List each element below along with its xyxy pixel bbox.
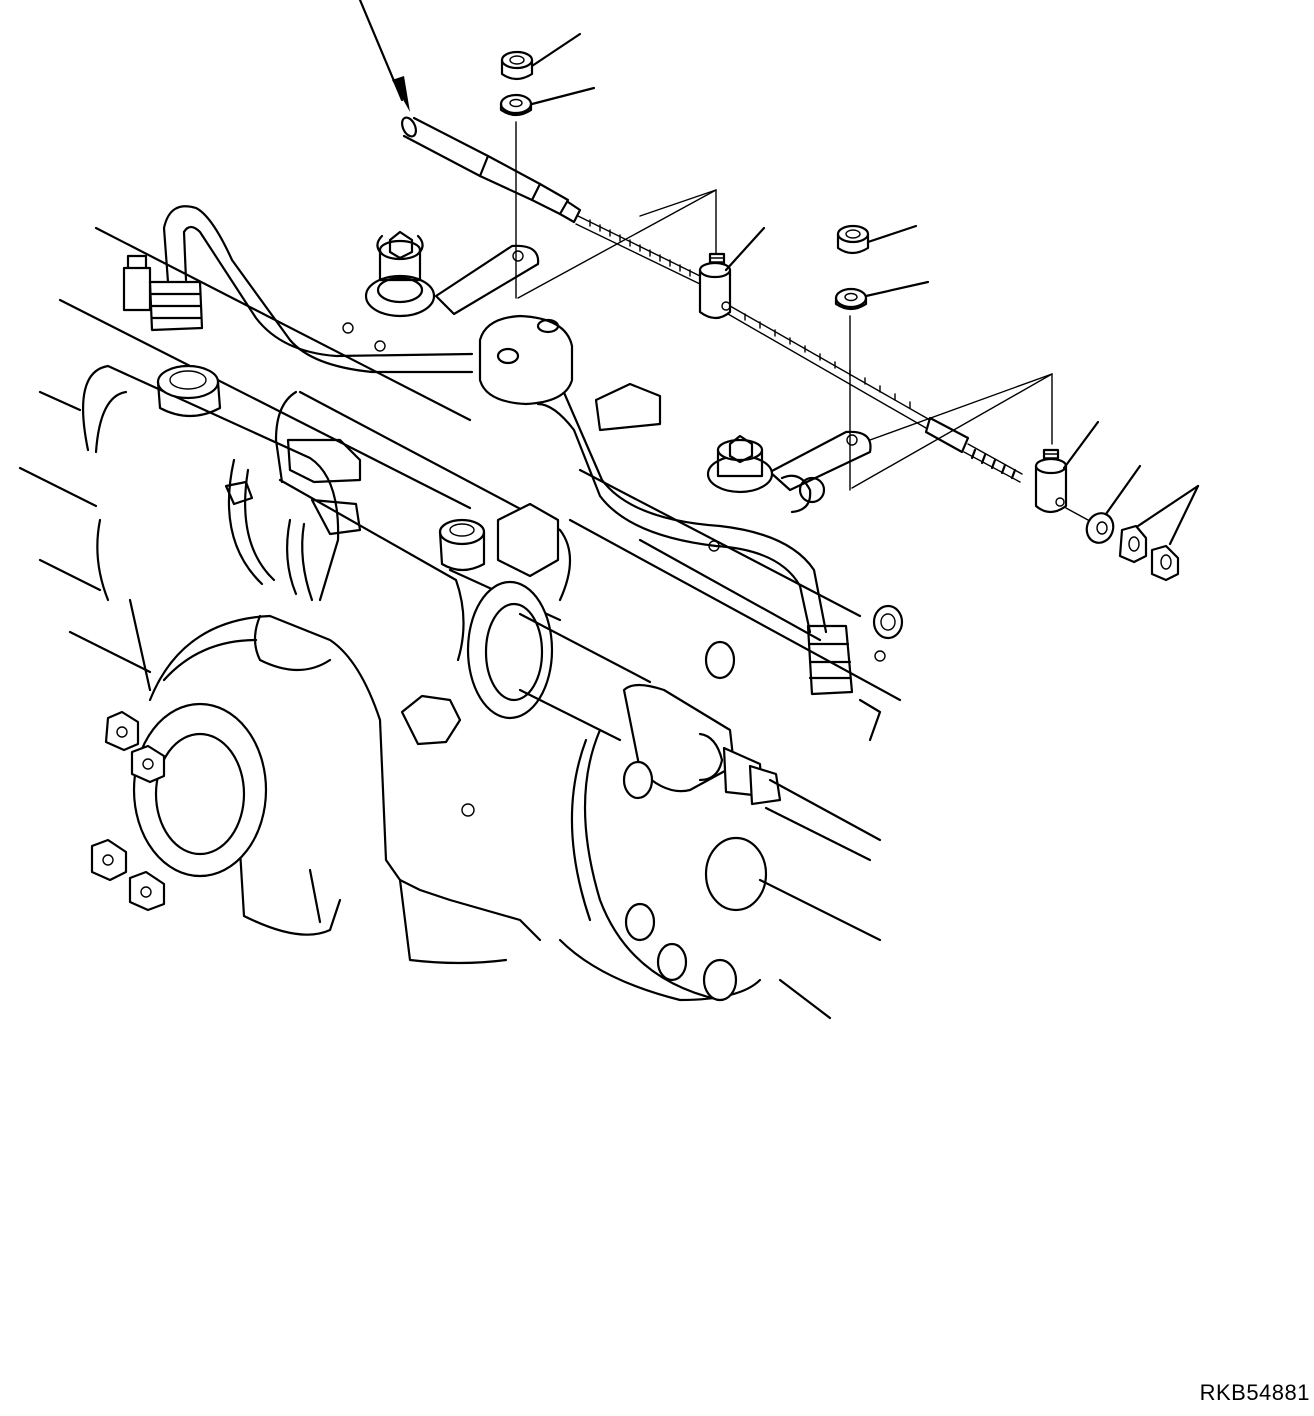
valve-block <box>478 314 662 432</box>
transmission-housing <box>18 226 902 1020</box>
shift-lever-upper <box>364 230 540 318</box>
nut-lower-right-1 <box>1118 484 1200 564</box>
drawing-id-label: RKB54881 <box>1199 1380 1310 1405</box>
control-cable <box>401 116 1023 483</box>
leader-arrow-cable <box>358 0 410 112</box>
nut-upper-right <box>836 224 918 255</box>
leader-lines <box>515 245 851 491</box>
clamp-block-upper <box>517 189 766 320</box>
washer-upper-right <box>834 280 930 433</box>
hydraulic-tube-upper <box>122 205 474 374</box>
clamp-block-lower <box>851 373 1100 514</box>
washer-lower-right <box>1065 464 1142 544</box>
nut-upper-left <box>500 32 582 81</box>
washer-upper-left <box>499 86 596 247</box>
nut-lower-right-2 <box>1150 484 1200 582</box>
shift-lever-lower <box>706 430 872 514</box>
